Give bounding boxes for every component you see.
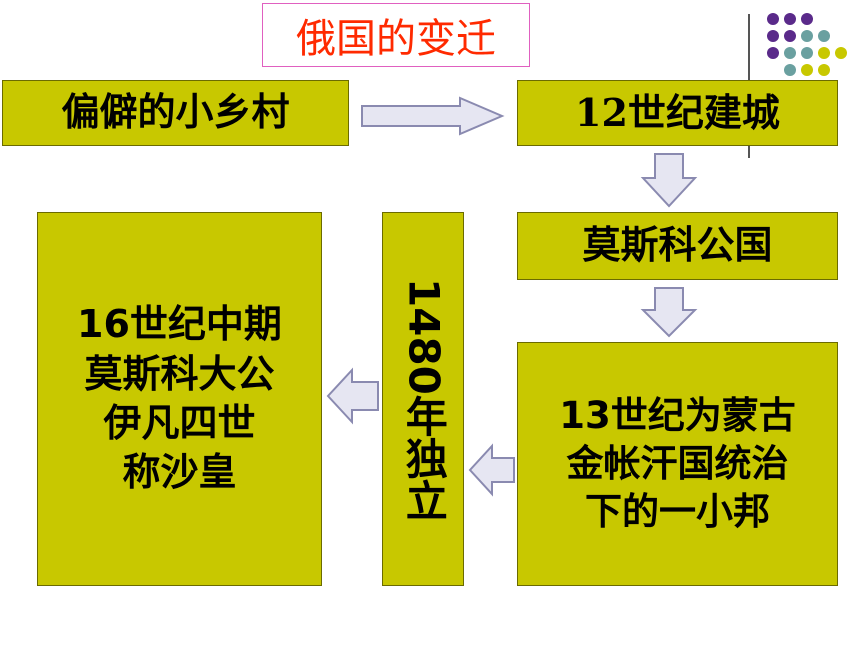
arrow-left-icon [468, 443, 515, 497]
mongol-line-2: 金帐汗国统治 [566, 441, 789, 485]
tsar-line-2: 莫斯科大公 [84, 351, 275, 396]
decorative-dot-grid [0, 0, 860, 80]
mongol-line-1: 13世纪为蒙古 [559, 393, 796, 437]
independence-label: 1480年独立 [399, 277, 449, 521]
tsar-line-1: 16世纪中期 [77, 302, 282, 347]
tsar-line-3: 伊凡四世 [103, 401, 256, 445]
duchy-box: 莫斯科公国 [517, 212, 838, 280]
mongol-box: 13世纪为蒙古 金帐汗国统治 下的一小邦 [517, 342, 838, 586]
tsar-box: 16世纪中期 莫斯科大公 伊凡四世 称沙皇 [37, 212, 322, 586]
arrow-right-icon [361, 96, 505, 136]
city-box: 12世纪建城 [517, 80, 838, 146]
tsar-line-4: 称沙皇 [122, 450, 237, 495]
arrow-down-icon [640, 153, 698, 208]
duchy-label: 莫斯科公国 [582, 223, 773, 268]
independence-box: 1480年独立 [382, 212, 464, 586]
page-title: 俄国的变迁 [262, 3, 530, 67]
mongol-line-3: 下的一小邦 [585, 490, 770, 534]
arrow-left-icon [326, 367, 379, 425]
city-label: 12世纪建城 [575, 90, 780, 136]
village-box: 偏僻的小乡村 [2, 80, 349, 146]
arrow-down-icon [640, 287, 698, 338]
village-label: 偏僻的小乡村 [61, 90, 290, 135]
